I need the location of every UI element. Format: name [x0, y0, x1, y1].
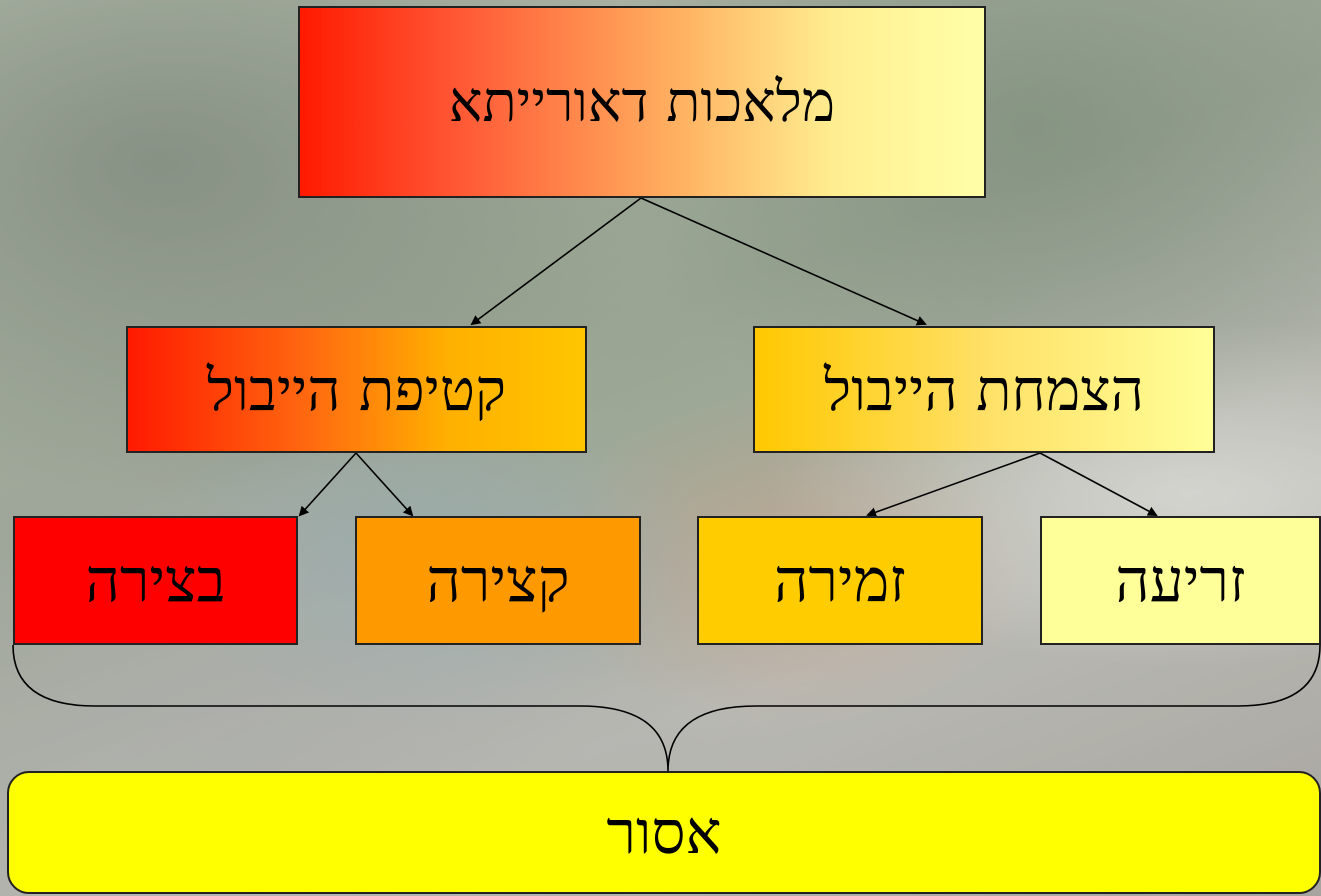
leaf-node-zmira: זמירה — [697, 516, 983, 645]
leaf-node-zriya: זריעה — [1040, 516, 1321, 645]
leaf-node-betzira: בצירה — [13, 516, 298, 645]
leaf-node-label: קצירה — [426, 545, 570, 616]
result-label: אסור — [606, 797, 722, 868]
branch-node-label: הצמחת הייבול — [824, 355, 1144, 424]
leaf-node-label: זמירה — [774, 545, 907, 616]
result-box: אסור — [7, 771, 1321, 894]
arrow-root-to-left-branch — [470, 197, 642, 326]
branch-node-growth: הצמחת הייבול — [753, 326, 1215, 453]
branch-node-harvest: קטיפת הייבול — [126, 326, 587, 453]
arrow-right-branch-to-leaf-3 — [866, 452, 1041, 517]
arrow-right-branch-to-leaf-4 — [1039, 452, 1158, 516]
arrow-left-branch-to-leaf-2 — [355, 452, 414, 517]
grouping-brace — [12, 644, 1321, 772]
leaf-node-ketzira: קצירה — [355, 516, 641, 645]
root-node-label: מלאכות דאורייתא — [448, 69, 836, 135]
leaf-node-label: בצירה — [85, 545, 226, 616]
branch-node-label: קטיפת הייבול — [206, 355, 507, 424]
arrow-left-branch-to-leaf-1 — [298, 452, 357, 517]
root-node: מלאכות דאורייתא — [298, 6, 986, 198]
arrow-root-to-right-branch — [640, 197, 927, 326]
leaf-node-label: זריעה — [1115, 545, 1246, 616]
